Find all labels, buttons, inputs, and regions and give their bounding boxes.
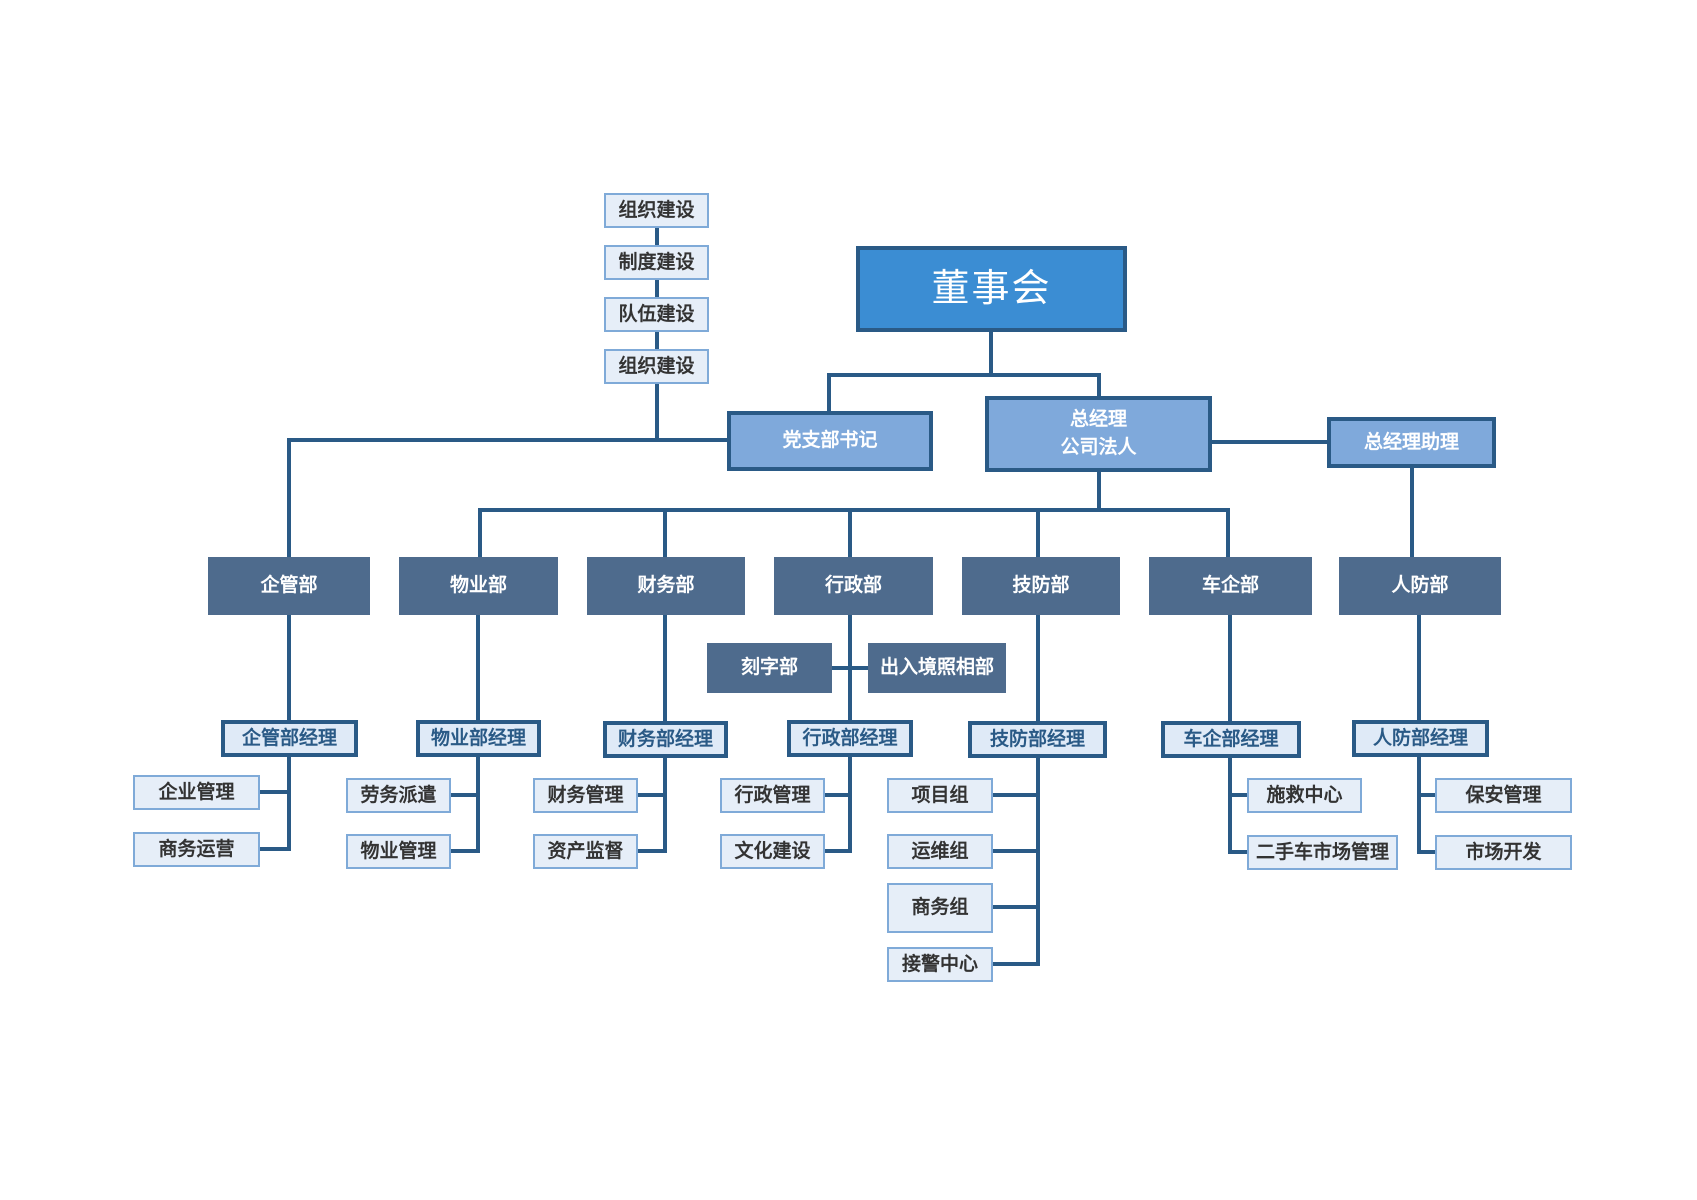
manager-caiwu: 财务部经理 xyxy=(603,721,728,758)
dept-jifang: 技防部 xyxy=(962,557,1120,615)
task-property-management: 物业管理 xyxy=(346,834,451,869)
task-market-development: 市场开发 xyxy=(1435,835,1572,870)
subdept-passport-photo: 出入境照相部 xyxy=(868,643,1006,693)
task-alarm-center: 接警中心 xyxy=(887,947,993,982)
task-culture-building: 文化建设 xyxy=(720,834,825,869)
party-task-organization-2: 组织建设 xyxy=(604,349,709,384)
manager-xingzheng: 行政部经理 xyxy=(787,720,913,757)
task-labor-dispatch: 劳务派遣 xyxy=(346,778,451,813)
general-manager-box: 总经理 公司法人 xyxy=(985,396,1212,472)
task-administration: 行政管理 xyxy=(720,778,825,813)
board-box: 董事会 xyxy=(856,246,1127,332)
manager-wuye: 物业部经理 xyxy=(416,720,541,757)
party-secretary-box: 党支部书记 xyxy=(727,411,933,471)
dept-caiwu: 财务部 xyxy=(587,557,745,615)
manager-qiguan: 企管部经理 xyxy=(221,720,358,757)
task-security-management: 保安管理 xyxy=(1435,778,1572,813)
manager-renfang: 人防部经理 xyxy=(1352,720,1489,757)
dept-wuye: 物业部 xyxy=(399,557,558,615)
party-task-organization: 组织建设 xyxy=(604,193,709,228)
dept-renfang: 人防部 xyxy=(1339,557,1501,615)
dept-qiguan: 企管部 xyxy=(208,557,370,615)
subdept-engraving: 刻字部 xyxy=(707,643,832,693)
manager-cheqi: 车企部经理 xyxy=(1161,721,1301,758)
party-task-system: 制度建设 xyxy=(604,245,709,280)
task-enterprise-management: 企业管理 xyxy=(133,775,260,810)
gm-assistant-box: 总经理助理 xyxy=(1327,417,1496,468)
manager-jifang: 技防部经理 xyxy=(968,721,1107,758)
task-ops-group: 运维组 xyxy=(887,834,993,869)
task-used-car-market: 二手车市场管理 xyxy=(1247,835,1398,870)
task-business-group: 商务组 xyxy=(887,883,993,933)
dept-cheqi: 车企部 xyxy=(1149,557,1312,615)
task-rescue-center: 施救中心 xyxy=(1247,778,1362,813)
dept-xingzheng: 行政部 xyxy=(774,557,933,615)
task-financial-management: 财务管理 xyxy=(533,778,638,813)
task-project-group: 项目组 xyxy=(887,778,993,813)
task-asset-supervision: 资产监督 xyxy=(533,834,638,869)
party-task-team: 队伍建设 xyxy=(604,297,709,332)
task-business-operation: 商务运营 xyxy=(133,832,260,867)
